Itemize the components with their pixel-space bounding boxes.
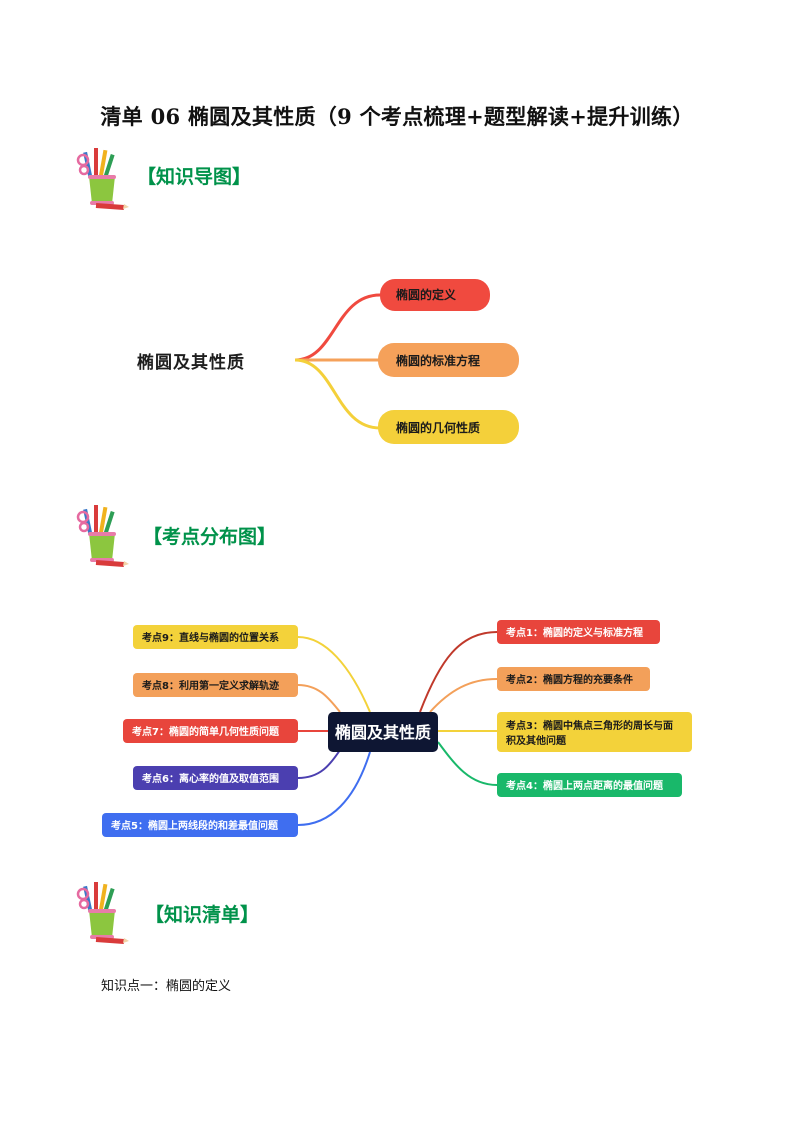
branch-node-geometric-properties [378,410,519,444]
branch-label: 椭圆的几何性质 [396,420,480,435]
branch-connector [437,741,498,786]
exam-node-5 [102,813,298,837]
exam-node-9 [133,625,298,649]
mind-map-root: 椭圆及其性质 [137,352,245,373]
exam-node-label: 考点2：椭圆方程的充要条件 [506,673,633,686]
exam-node-label: 考点4：椭圆上两点距离的最值问题 [506,779,664,792]
exam-node-label-line2: 积及其他问题 [506,734,567,747]
exam-map-center [328,712,438,752]
branch-connector [294,358,381,430]
section-heading-knowledge-map: 【知识导图】 [137,166,252,188]
branch-connector [429,678,498,713]
exam-node-4 [497,773,682,797]
exam-node-label: 考点3：椭圆中焦点三角形的周长与面 [506,719,673,732]
pencil-cup-icon [76,148,129,210]
exam-node-8 [133,673,298,697]
exam-node-label: 考点9：直线与椭圆的位置关系 [142,631,279,644]
branch-connector [297,636,371,713]
branch-node-standard-equation [378,343,519,377]
exam-node-label: 考点7：椭圆的简单几何性质问题 [132,725,280,738]
exam-node-1 [497,620,660,644]
branch-connector [297,749,341,779]
exam-map-center-label: 椭圆及其性质 [335,723,431,742]
exam-node-label: 考点6：离心率的值及取值范围 [142,772,279,785]
exam-node-3 [497,712,692,752]
section-heading-exam-map: 【考点分布图】 [143,526,277,548]
branch-label: 椭圆的标准方程 [396,353,480,368]
knowledge-mind-map: 椭圆及其性质 椭圆的定义 椭圆的标准方程 椭圆的几何性质 [137,279,519,444]
exam-node-label: 考点8：利用第一定义求解轨迹 [142,679,279,692]
exam-node-label: 考点1：椭圆的定义与标准方程 [506,626,643,639]
branch-connector [294,293,381,362]
pencil-cup-icon [76,882,129,944]
pencil-cup-icon [76,505,129,567]
branch-connector [297,684,341,713]
document-title: 清单 06 椭圆及其性质（9 个考点梳理+题型解读+提升训练） [100,104,694,129]
exam-node-7 [123,719,298,743]
section-heading-knowledge-list: 【知识清单】 [145,904,260,926]
exam-node-2 [497,667,650,691]
branch-connector [419,631,498,713]
exam-node-label: 考点5：椭圆上两线段的和差最值问题 [111,819,279,832]
branch-label: 椭圆的定义 [396,287,457,302]
branch-node-definition [380,279,490,311]
knowledge-point-heading: 知识点一：椭圆的定义 [101,979,232,994]
exam-point-map: 椭圆及其性质 考点1：椭圆的定义与标准方程 考点2：椭圆方程的充要条件 考点3：… [102,620,692,837]
exam-node-6 [133,766,298,790]
branch-connector [297,751,371,826]
